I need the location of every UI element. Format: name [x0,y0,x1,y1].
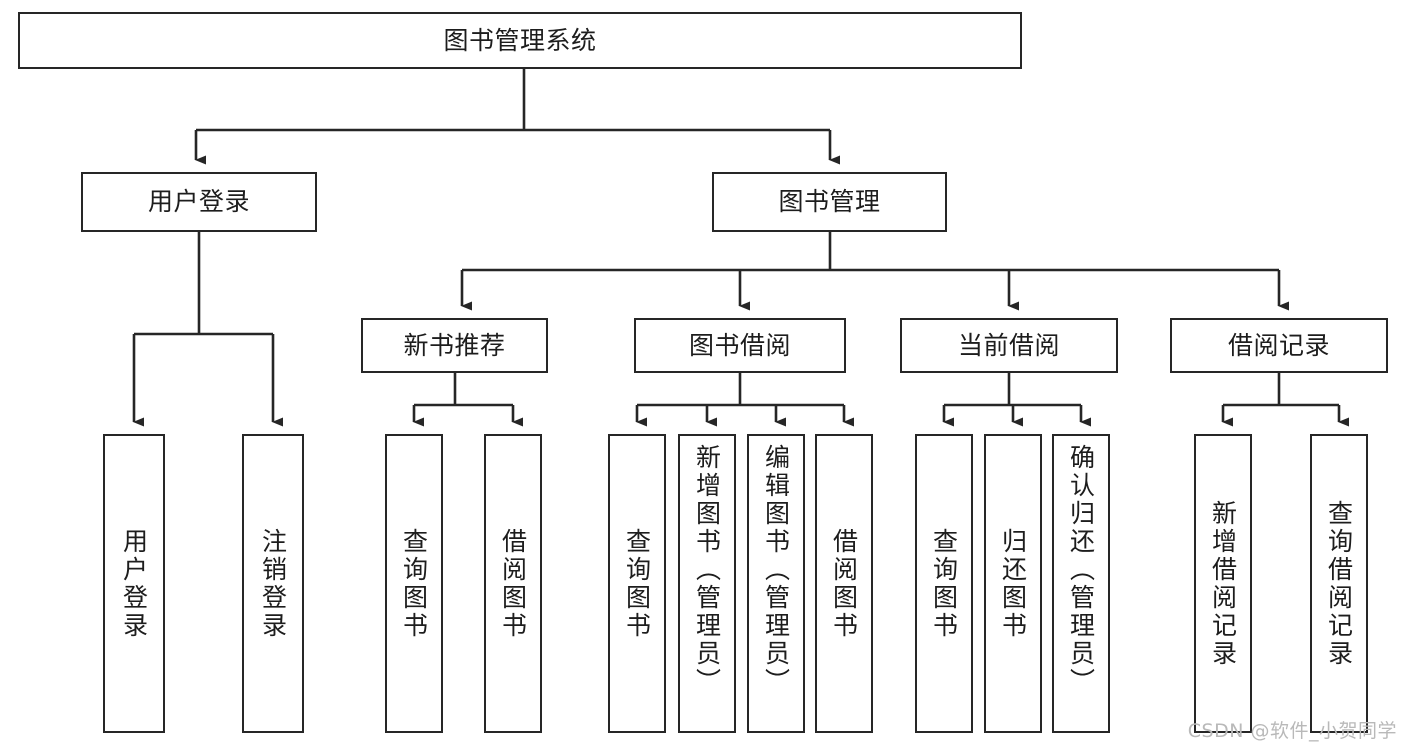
leaf-query-book-recommend[interactable]: 查询图书 [385,434,443,733]
node-new-book-recommend-label: 新书推荐 [403,330,506,360]
leaf-add-book-label: 新增图书（管理员） [692,444,722,696]
leaf-add-borrow-record-label: 新增借阅记录 [1208,499,1238,668]
leaf-borrow-book-label: 借阅图书 [829,527,859,640]
leaf-edit-book-label: 编辑图书（管理员） [761,444,791,696]
node-root[interactable]: 图书管理系统 [18,12,1022,69]
node-borrow-record-label: 借阅记录 [1227,330,1330,360]
leaf-query-book-current-label: 查询图书 [929,527,959,640]
leaf-query-borrow-record[interactable]: 查询借阅记录 [1310,434,1368,733]
leaf-logout[interactable]: 注销登录 [242,434,304,733]
leaf-user-login[interactable]: 用户登录 [103,434,165,733]
leaf-return-book[interactable]: 归还图书 [984,434,1042,733]
node-book-borrow-label: 图书借阅 [688,330,791,360]
leaf-confirm-return[interactable]: 确认归还（管理员） [1052,434,1110,733]
leaf-user-login-label: 用户登录 [119,527,149,640]
node-current-borrow[interactable]: 当前借阅 [900,318,1118,373]
node-book-manage[interactable]: 图书管理 [712,172,947,232]
leaf-borrow-book-recommend[interactable]: 借阅图书 [484,434,542,733]
watermark-text: CSDN @软件_小贺同学 [1187,720,1397,742]
leaf-confirm-return-label: 确认归还（管理员） [1066,444,1096,696]
leaf-query-borrow-record-label: 查询借阅记录 [1324,499,1354,668]
node-book-manage-label: 图书管理 [778,187,881,217]
node-user-login-label: 用户登录 [147,187,250,217]
leaf-query-book-borrow-label: 查询图书 [622,527,652,640]
leaf-add-borrow-record[interactable]: 新增借阅记录 [1194,434,1252,733]
node-book-borrow[interactable]: 图书借阅 [634,318,846,373]
node-root-label: 图书管理系统 [443,25,597,55]
leaf-query-book-recommend-label: 查询图书 [399,527,429,640]
leaf-edit-book[interactable]: 编辑图书（管理员） [747,434,805,733]
node-user-login[interactable]: 用户登录 [81,172,317,232]
leaf-borrow-book-recommend-label: 借阅图书 [498,527,528,640]
node-borrow-record[interactable]: 借阅记录 [1170,318,1388,373]
leaf-add-book[interactable]: 新增图书（管理员） [678,434,736,733]
leaf-logout-label: 注销登录 [258,527,288,640]
node-new-book-recommend[interactable]: 新书推荐 [361,318,548,373]
leaf-borrow-book[interactable]: 借阅图书 [815,434,873,733]
leaf-query-book-borrow[interactable]: 查询图书 [608,434,666,733]
leaf-return-book-label: 归还图书 [998,527,1028,640]
node-current-borrow-label: 当前借阅 [957,330,1060,360]
leaf-query-book-current[interactable]: 查询图书 [915,434,973,733]
